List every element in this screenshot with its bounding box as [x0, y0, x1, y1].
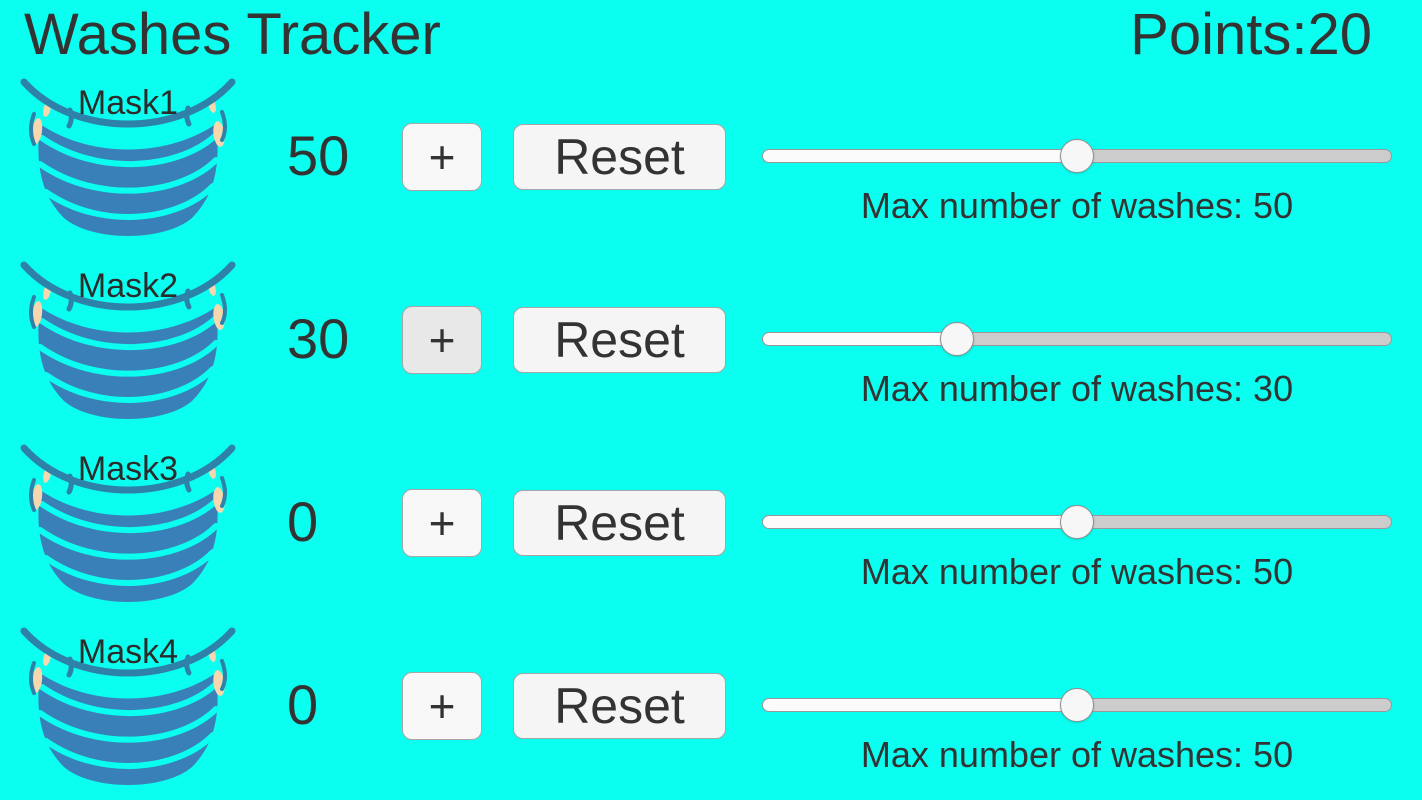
max-washes-slider[interactable] [762, 139, 1392, 173]
face-mask-icon: Mask1 [12, 74, 244, 246]
max-washes-label: Max number of washes: 30 [860, 368, 1294, 409]
face-mask-graphic [20, 78, 236, 236]
mask-row: Mask4 0 + Reset Max number of washes: 50 [0, 619, 1422, 800]
mask-name-label: Mask4 [77, 633, 179, 671]
slider-thumb[interactable] [1060, 139, 1094, 173]
face-mask-icon: Mask4 [12, 623, 244, 795]
wash-count-value: 50 [287, 124, 350, 187]
max-washes-label: Max number of washes: 50 [860, 551, 1294, 592]
points-label: Points: [1130, 2, 1308, 67]
reset-button[interactable]: Reset [513, 124, 726, 190]
mask-name-label: Mask3 [77, 450, 179, 488]
increment-wash-button[interactable]: + [402, 306, 482, 374]
max-washes-label: Max number of washes: 50 [860, 185, 1294, 226]
reset-button[interactable]: Reset [513, 307, 726, 373]
max-washes-slider[interactable] [762, 505, 1392, 539]
face-mask-icon: Mask2 [12, 257, 244, 429]
points-display: Points:20 [1130, 2, 1372, 68]
max-washes-label: Max number of washes: 50 [860, 734, 1294, 775]
face-mask-graphic [20, 627, 236, 785]
face-mask-icon: Mask3 [12, 440, 244, 612]
slider-fill [762, 149, 1077, 163]
wash-count-value: 0 [287, 673, 319, 736]
mask-row: Mask2 30 + Reset Max number of washes: 3… [0, 253, 1422, 436]
slider-thumb[interactable] [1060, 688, 1094, 722]
increment-wash-button[interactable]: + [402, 123, 482, 191]
points-value: 20 [1307, 2, 1372, 67]
slider-thumb[interactable] [1060, 505, 1094, 539]
slider-fill [762, 698, 1077, 712]
slider-thumb[interactable] [940, 322, 975, 356]
mask-name-label: Mask1 [77, 84, 179, 122]
mask-row: Mask1 50 + Reset Max number of washes: 5… [0, 70, 1422, 253]
increment-wash-button[interactable]: + [402, 489, 482, 557]
mask-row: Mask3 0 + Reset Max number of washes: 50 [0, 436, 1422, 619]
slider-fill [762, 515, 1077, 529]
page-title: Washes Tracker [24, 2, 441, 67]
reset-button[interactable]: Reset [513, 490, 726, 556]
face-mask-graphic [20, 444, 236, 602]
mask-name-label: Mask2 [77, 267, 179, 305]
max-washes-slider[interactable] [762, 688, 1392, 722]
face-mask-graphic [20, 261, 236, 419]
max-washes-slider[interactable] [762, 322, 1392, 356]
wash-count-value: 30 [287, 307, 350, 370]
increment-wash-button[interactable]: + [402, 672, 482, 740]
reset-button[interactable]: Reset [513, 673, 726, 739]
slider-fill [762, 332, 958, 346]
wash-count-value: 0 [287, 490, 319, 553]
